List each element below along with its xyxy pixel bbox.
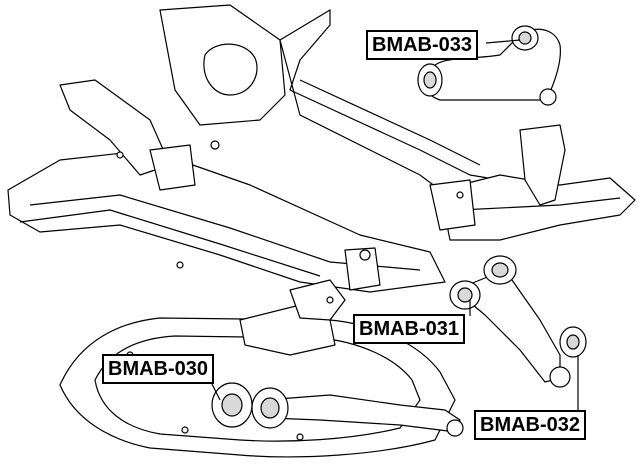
label-bmab-032: BMAB-032 [474,410,587,440]
label-bmab-030: BMAB-030 [102,354,215,384]
label-bmab-031: BMAB-031 [353,314,466,344]
label-bmab-033: BMAB-033 [366,30,479,60]
leader-033 [485,39,521,44]
left-tower [159,4,286,126]
front-crossmember [7,149,446,293]
